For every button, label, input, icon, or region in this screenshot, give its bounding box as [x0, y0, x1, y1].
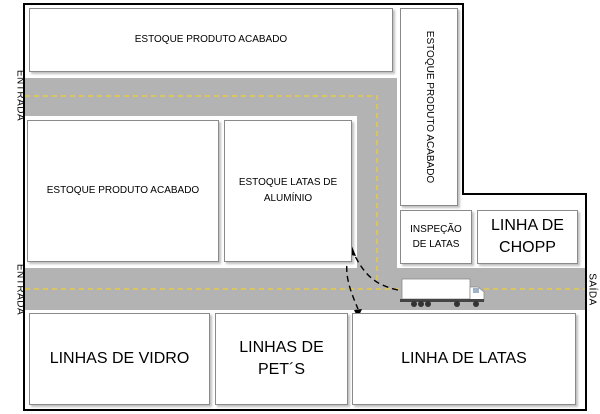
- zone-mid-finished-goods-label: ESTOQUE PRODUTO ACABADO: [46, 185, 200, 196]
- zone-top-finished-goods-label: ESTOQUE PRODUTO ACABADO: [134, 34, 288, 45]
- zone-mid-finished-goods: ESTOQUE PRODUTO ACABADO: [27, 120, 219, 262]
- zone-pet-lines: LINHAS DE PET´S: [215, 313, 348, 405]
- zone-chopp-line: LINHA DE CHOPP: [477, 210, 578, 264]
- upper-road: [25, 78, 397, 116]
- entrance-top-label: ENTRADA: [14, 69, 26, 122]
- zone-cans-line: LINHA DE LATAS: [352, 313, 576, 405]
- zone-pet-lines-label: LINHAS DE PET´S: [239, 339, 324, 378]
- zone-can-inspection: INSPEÇÃO DE LATAS: [400, 210, 472, 264]
- reverse-route-path: [354, 255, 399, 291]
- exit-label: SAÍDA: [586, 273, 598, 306]
- zone-cans-line-label: LINHA DE LATAS: [401, 350, 527, 367]
- zone-can-inspection-label: INSPEÇÃO DE LATAS: [410, 224, 462, 250]
- upper-lane-marking: [25, 95, 378, 280]
- entrance-bottom-label: ENTRADA: [14, 263, 26, 316]
- zone-top-finished-goods: ESTOQUE PRODUTO ACABADO: [29, 8, 393, 72]
- zone-chopp-line-label: LINHA DE CHOPP: [491, 217, 564, 256]
- zone-aluminum-cans-stock-label: ESTOQUE LATAS DE ALUMÍNIO: [238, 177, 338, 204]
- vertical-road: [357, 78, 397, 268]
- zone-glass-lines-label: LINHAS DE VIDRO: [49, 350, 190, 367]
- truck-icon: [400, 278, 485, 307]
- zone-right-finished-goods: ESTOQUE PRODUTO ACABADO: [400, 8, 458, 206]
- zone-right-finished-goods-label: ESTOQUE PRODUTO ACABADO: [424, 30, 436, 184]
- zone-glass-lines: LINHAS DE VIDRO: [29, 313, 210, 405]
- zone-aluminum-cans-stock: ESTOQUE LATAS DE ALUMÍNIO: [224, 120, 352, 262]
